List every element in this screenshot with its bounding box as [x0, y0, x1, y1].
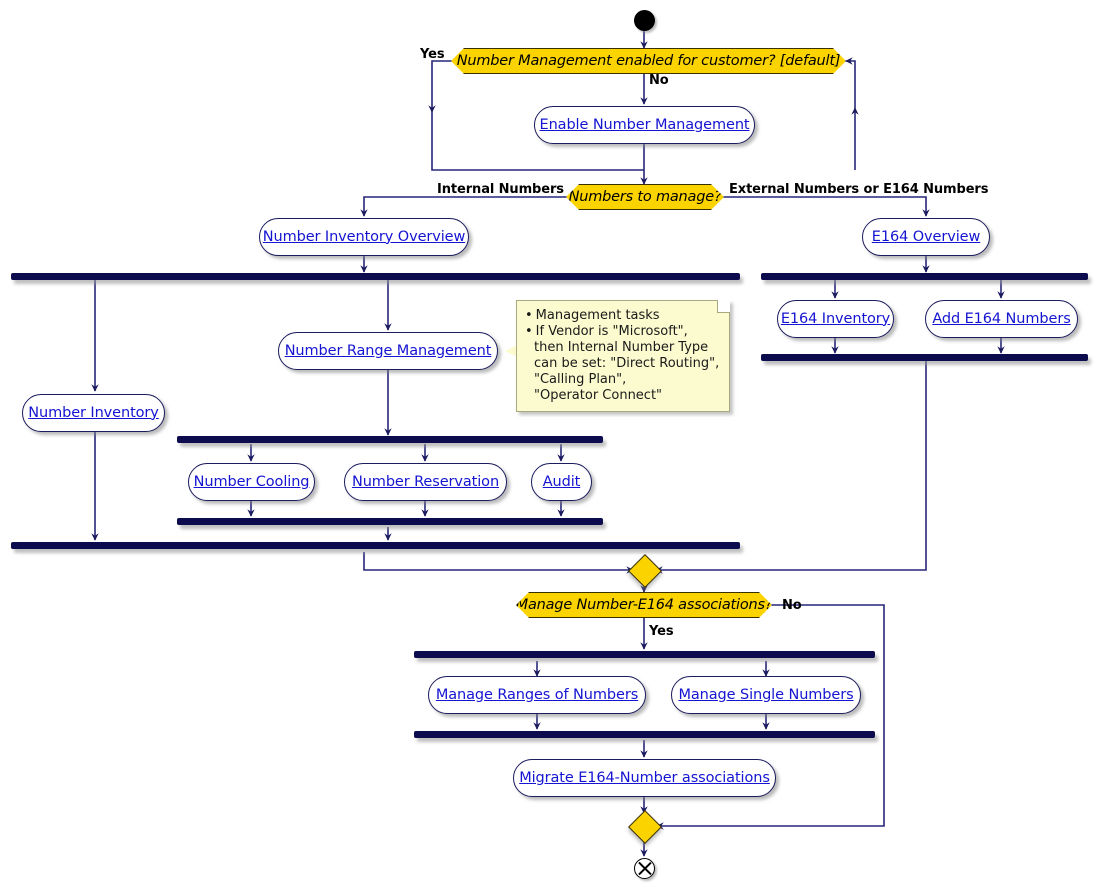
note-pointer: [505, 345, 517, 357]
edge-label-yes-associations: Yes: [649, 624, 674, 639]
activity-manage-single-numbers[interactable]: Manage Single Numbers: [671, 676, 861, 714]
note-line: Management tasks: [525, 308, 720, 324]
fork-bar-e164-top: [761, 273, 1088, 280]
activity-label: Add E164 Numbers: [932, 310, 1071, 327]
start-node: [634, 10, 655, 31]
fork-bar-range-tasks-top: [177, 436, 603, 443]
fork-bar-internal-top: [11, 273, 740, 280]
activity-label: Number Reservation: [351, 473, 500, 490]
activity-label: Number Cooling: [193, 473, 310, 490]
activity-number-cooling[interactable]: Number Cooling: [188, 463, 315, 501]
activity-number-range-management[interactable]: Number Range Management: [278, 332, 498, 370]
activity-label: Migrate E164-Number associations: [519, 769, 770, 786]
activity-label: Number Inventory: [28, 404, 159, 421]
activity-number-inventory-overview[interactable]: Number Inventory Overview: [259, 218, 469, 256]
activity-e164-inventory[interactable]: E164 Inventory: [777, 300, 894, 338]
activity-enable-number-management[interactable]: Enable Number Management: [534, 106, 755, 144]
decision-label: Manage Number-E164 associations?: [515, 597, 773, 613]
decision-label: Number Management enabled for customer? …: [456, 53, 841, 69]
decision-number-management-enabled[interactable]: Number Management enabled for customer? …: [451, 48, 846, 74]
join-bar-associations-bottom: [414, 731, 875, 738]
activity-label: Audit: [542, 473, 581, 490]
note-number-range-management: Management tasks If Vendor is "Microsoft…: [516, 300, 730, 412]
note-line: "Operator Connect": [534, 388, 663, 403]
merge-diamond-upper: [628, 554, 662, 588]
edge-label-external-numbers: External Numbers or E164 Numbers: [729, 182, 989, 197]
join-bar-internal-bottom: [11, 542, 740, 549]
note-fold-corner: [717, 300, 730, 313]
fork-bar-associations-top: [414, 651, 875, 658]
activity-label: Enable Number Management: [539, 116, 750, 133]
activity-label: Manage Single Numbers: [678, 686, 854, 703]
join-bar-e164-bottom: [761, 354, 1088, 361]
merge-diamond-lower: [628, 810, 662, 844]
decision-label: Numbers to manage?: [568, 189, 722, 205]
activity-label: Manage Ranges of Numbers: [435, 686, 639, 703]
note-line: then Internal Number Type: [534, 340, 709, 355]
activity-add-e164-numbers[interactable]: Add E164 Numbers: [925, 300, 1078, 338]
activity-number-reservation[interactable]: Number Reservation: [344, 463, 507, 501]
activity-label: E164 Overview: [871, 228, 981, 245]
note-line: "Calling Plan",: [534, 372, 627, 387]
edge-label-yes-enabled: Yes: [420, 47, 445, 62]
activity-migrate-e164-number-associations[interactable]: Migrate E164-Number associations: [513, 759, 776, 797]
activity-manage-ranges-of-numbers[interactable]: Manage Ranges of Numbers: [428, 676, 646, 714]
decision-numbers-to-manage[interactable]: Numbers to manage?: [566, 184, 724, 210]
note-line: can be set: "Direct Routing",: [534, 356, 720, 371]
activity-label: Number Inventory Overview: [262, 228, 466, 245]
join-bar-range-tasks-bottom: [177, 518, 603, 525]
activity-e164-overview[interactable]: E164 Overview: [862, 218, 990, 256]
edge-label-no-associations: No: [782, 598, 802, 613]
activity-label: E164 Inventory: [780, 310, 891, 327]
note-line: If Vendor is "Microsoft",: [525, 324, 720, 340]
activity-audit[interactable]: Audit: [531, 463, 592, 501]
decision-manage-associations[interactable]: Manage Number-E164 associations?: [516, 592, 772, 618]
edge-label-internal-numbers: Internal Numbers: [437, 182, 564, 197]
activity-number-inventory[interactable]: Number Inventory: [22, 394, 165, 432]
activity-label: Number Range Management: [284, 342, 492, 359]
end-node: [634, 858, 655, 879]
note-lines: Management tasks If Vendor is "Microsoft…: [525, 308, 720, 404]
edge-label-no-enabled: No: [649, 73, 669, 88]
